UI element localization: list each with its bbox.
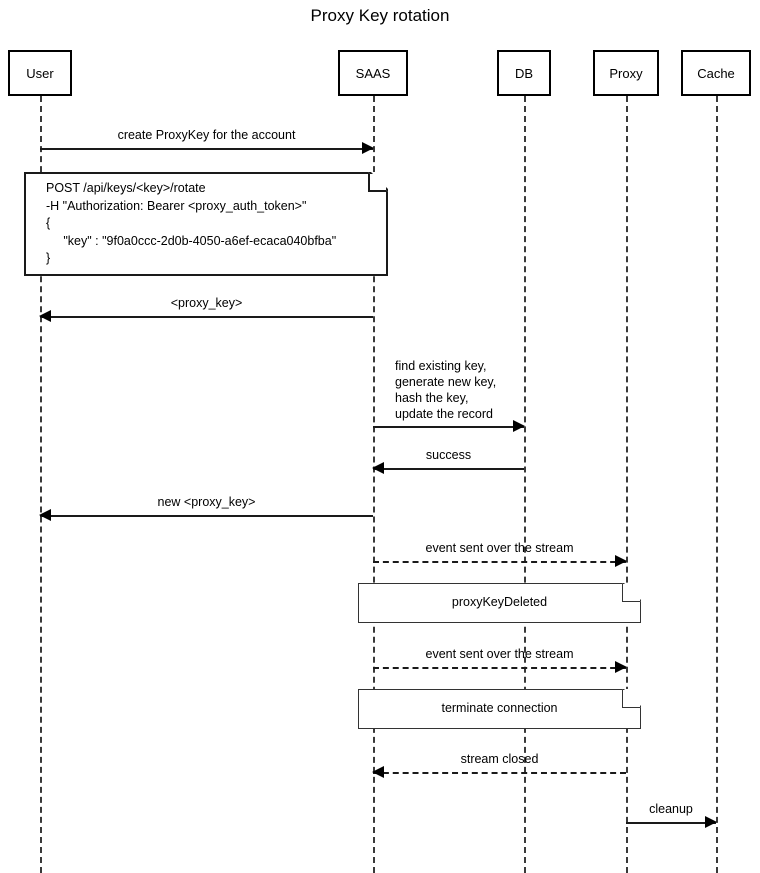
note-post-request-note: POST /api/keys/<key>/rotate -H "Authoriz… (24, 172, 388, 276)
arrowhead-icon (513, 420, 525, 432)
lifeline-proxy (626, 96, 628, 873)
message-label: event sent over the stream (425, 647, 574, 661)
participant-label: User (26, 65, 54, 81)
message-line (373, 426, 524, 428)
message-line (40, 316, 373, 318)
message-line (373, 561, 626, 563)
arrowhead-icon (372, 462, 384, 474)
message-line (373, 468, 524, 470)
note-body (358, 583, 641, 623)
message-line (626, 822, 716, 824)
participant-user[interactable]: User (8, 50, 72, 96)
message-line (373, 772, 626, 774)
arrowhead-icon (372, 766, 384, 778)
arrowhead-icon (362, 142, 374, 154)
participant-label: Proxy (609, 65, 643, 81)
arrowhead-icon (615, 555, 627, 567)
participant-label: Cache (697, 65, 735, 81)
message-line (373, 667, 626, 669)
note-text: terminate connection (441, 701, 558, 716)
participant-cache[interactable]: Cache (681, 50, 751, 96)
participant-label: DB (514, 65, 534, 81)
participant-db[interactable]: DB (497, 50, 551, 96)
message-label: <proxy_key> (170, 296, 243, 310)
note-body (24, 172, 388, 276)
lifeline-saas (373, 96, 375, 873)
note-text: proxyKeyDeleted (451, 595, 548, 610)
message-label: cleanup (649, 802, 693, 816)
note-terminate-connection-note: terminate connection (358, 689, 641, 729)
message-label: stream closed (460, 752, 539, 766)
participant-saas[interactable]: SAAS (338, 50, 408, 96)
arrowhead-icon (705, 816, 717, 828)
message-label: new <proxy_key> (157, 495, 256, 509)
lifeline-user (40, 96, 42, 873)
message-note-text: find existing key, generate new key, has… (395, 359, 497, 421)
arrowhead-icon (39, 310, 51, 322)
message-label: success (425, 448, 472, 462)
page-title: Proxy Key rotation (310, 6, 450, 25)
arrowhead-icon (615, 661, 627, 673)
lifeline-cache (716, 96, 718, 873)
participant-label: SAAS (355, 65, 391, 81)
participant-proxy[interactable]: Proxy (593, 50, 659, 96)
message-label: create ProxyKey for the account (117, 128, 296, 142)
note-proxy-key-deleted-note: proxyKeyDeleted (358, 583, 641, 623)
note-body (358, 689, 641, 729)
note-text: POST /api/keys/<key>/rotate -H "Authoriz… (46, 181, 337, 266)
message-line (40, 515, 373, 517)
lifeline-db (524, 96, 526, 873)
arrowhead-icon (39, 509, 51, 521)
message-label: event sent over the stream (425, 541, 574, 555)
message-line (40, 148, 373, 150)
